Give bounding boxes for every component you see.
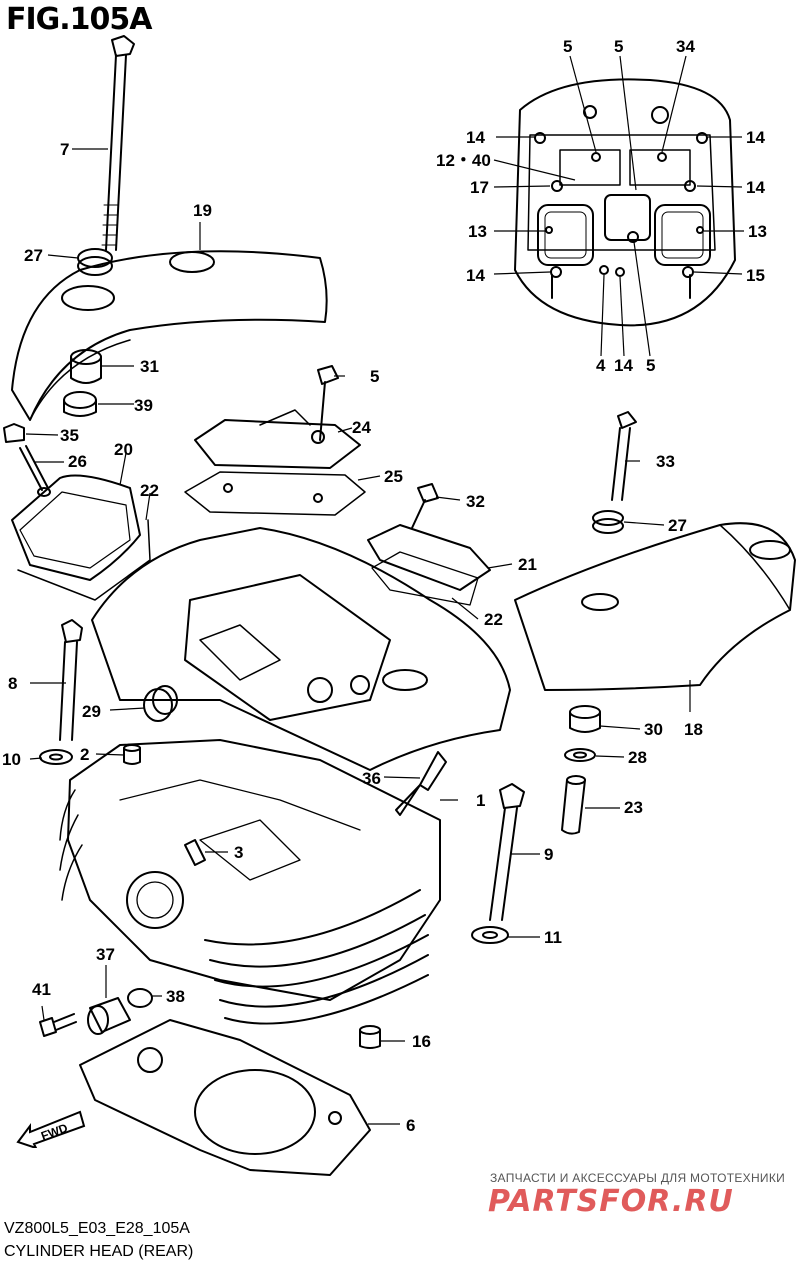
- callout-23: 23: [624, 798, 643, 817]
- o-ring-38: [127, 988, 153, 1008]
- callout-24: 24: [352, 418, 371, 437]
- model-code: VZ800L5_E03_E28_105A: [4, 1220, 190, 1237]
- callout-28: 28: [628, 748, 647, 767]
- callout-13-right: 13: [748, 222, 767, 241]
- callout-19: 19: [193, 201, 212, 220]
- cover-21: [367, 524, 491, 606]
- callout-15: 15: [746, 266, 765, 285]
- callout-8: 8: [8, 674, 17, 693]
- callout-14-d: 14: [466, 266, 485, 285]
- callout-25: 25: [384, 467, 403, 486]
- callout-29: 29: [82, 702, 101, 721]
- callout-35: 35: [60, 426, 79, 445]
- callout-32: 32: [466, 492, 485, 511]
- callout-5-mid: 5: [370, 367, 379, 386]
- grommet-31: [70, 349, 102, 384]
- grommet-39: [63, 391, 97, 417]
- bolt-7: [101, 35, 135, 251]
- callout-30: 30: [644, 720, 663, 739]
- figure-title: FIG.105A: [6, 2, 153, 37]
- head-top-view-inset: [514, 78, 736, 327]
- callout-10: 10: [2, 750, 21, 769]
- washer-27-right: [592, 510, 624, 534]
- callout-14-a: 14: [466, 128, 485, 147]
- watermark-logo: PARTSFOR.RU: [488, 1184, 734, 1219]
- dowel-2: [123, 744, 141, 765]
- stud-3: [184, 839, 206, 866]
- collar-23: [561, 775, 586, 835]
- callout-38: 38: [166, 987, 185, 1006]
- figure-caption: CYLINDER HEAD (REAR): [4, 1243, 194, 1260]
- callout-13-left: 13: [468, 222, 487, 241]
- callout-14-c: 14: [746, 178, 765, 197]
- callout-21: 21: [518, 555, 537, 574]
- callout-7: 7: [60, 140, 69, 159]
- callout-33: 33: [656, 452, 675, 471]
- bolt-5-mid: [317, 365, 339, 441]
- bolt-41: [39, 1013, 77, 1037]
- fitting-37: [87, 997, 131, 1035]
- bolt-33: [611, 411, 637, 501]
- callout-3: 3: [234, 843, 243, 862]
- callout-16: 16: [412, 1032, 431, 1051]
- seal-29: [143, 685, 178, 722]
- gasket-25: [184, 471, 366, 516]
- callout-17: 17: [470, 178, 489, 197]
- callout-11: 11: [544, 928, 562, 947]
- cylinder-head-1: [59, 527, 511, 1025]
- callout-31: 31: [140, 357, 159, 376]
- washer-11: [471, 926, 509, 944]
- callout-27-left: 27: [24, 246, 43, 265]
- callout-36: 36: [362, 769, 381, 788]
- fwd-label: FWD: [39, 1121, 70, 1144]
- callout-5-c: 5: [646, 356, 655, 375]
- callout-37: 37: [96, 945, 115, 964]
- callout-34: 34: [676, 37, 695, 56]
- leader-lines: [25, 55, 744, 1125]
- callout-12-40: 12・40: [436, 151, 491, 170]
- shroud-right-18: [514, 522, 796, 691]
- dowel-16: [359, 1025, 381, 1049]
- callout-2: 2: [80, 745, 89, 764]
- callout-26: 26: [68, 452, 87, 471]
- callout-9: 9: [544, 845, 553, 864]
- callout-6: 6: [406, 1116, 415, 1135]
- callout-20: 20: [114, 440, 133, 459]
- callout-5-b: 5: [614, 37, 623, 56]
- callout-41: 41: [32, 980, 51, 999]
- bolt-32: [411, 483, 439, 529]
- bolt-35: [3, 423, 25, 443]
- spark-plug-36: [395, 751, 447, 816]
- watermark-tagline: ЗАПЧАСТИ И АКСЕССУАРЫ ДЛЯ МОТОТЕХНИКИ: [490, 1171, 786, 1185]
- bolt-9: [489, 783, 525, 921]
- head-gasket-6: [79, 1019, 371, 1176]
- callout-4: 4: [596, 356, 606, 375]
- callout-22-right: 22: [484, 610, 503, 629]
- callout-1: 1: [476, 791, 485, 810]
- cover-24: [194, 409, 361, 469]
- shroud-left: [11, 250, 328, 421]
- callout-14-b: 14: [746, 128, 765, 147]
- bolt-8: [59, 619, 83, 741]
- callout-27-right: 27: [668, 516, 687, 535]
- washer-28: [564, 748, 596, 762]
- callout-39: 39: [134, 396, 153, 415]
- grommet-30: [569, 705, 601, 733]
- washer-10: [39, 749, 73, 765]
- fwd-arrow-icon: FWD: [16, 1110, 86, 1148]
- callout-18: 18: [684, 720, 703, 739]
- cover-20: [11, 474, 151, 601]
- bolt-26: [19, 445, 51, 497]
- callout-5-a: 5: [563, 37, 572, 56]
- callout-14-e: 14: [614, 356, 633, 375]
- callout-22-left: 22: [140, 481, 159, 500]
